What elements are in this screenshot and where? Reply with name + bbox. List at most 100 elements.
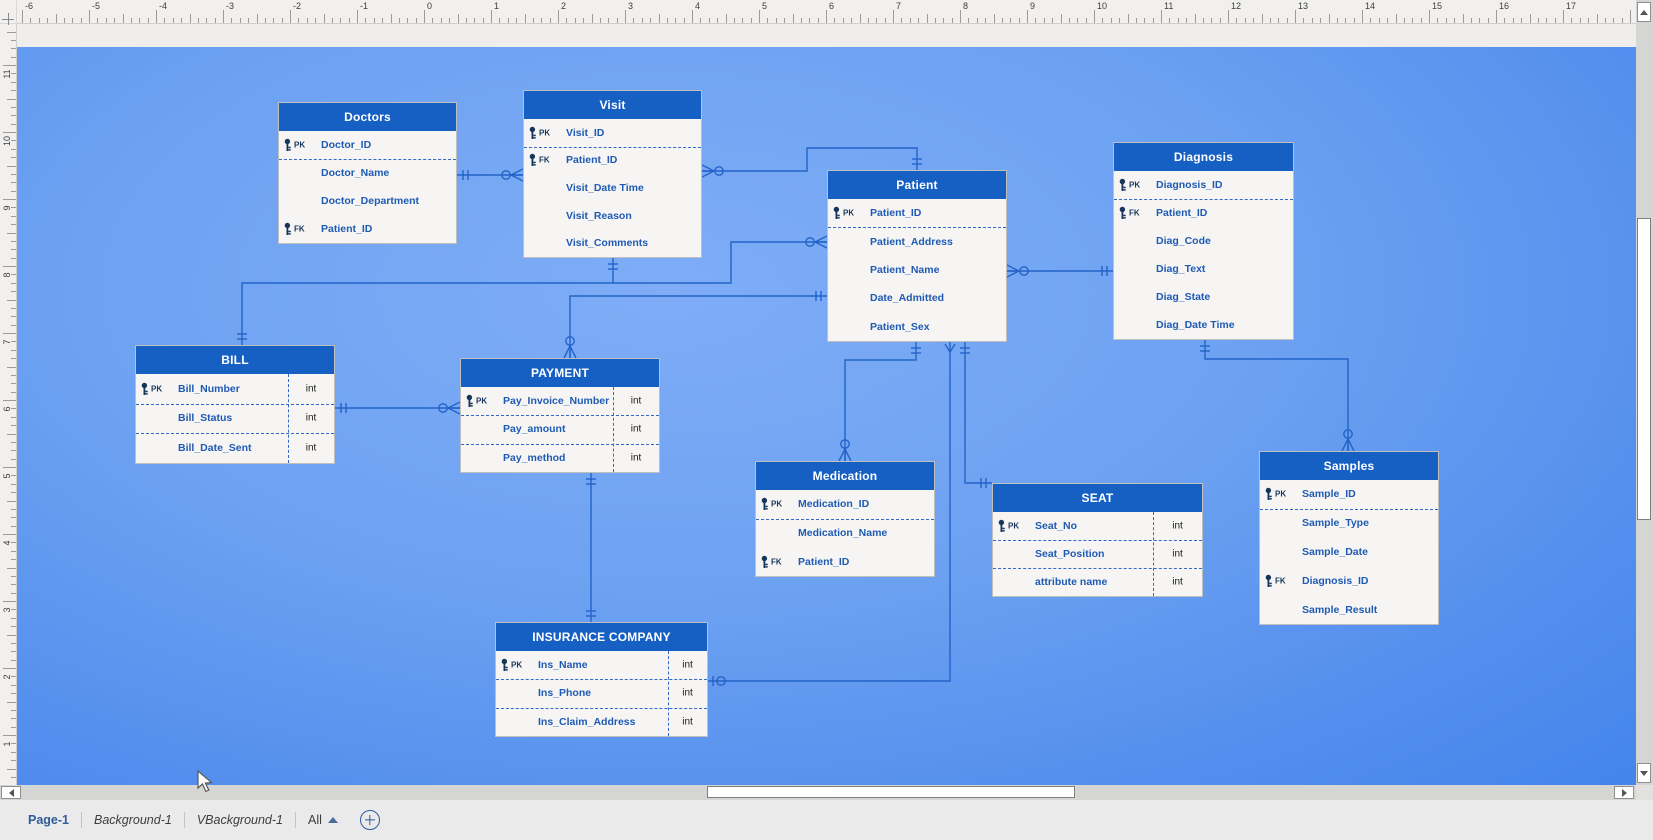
ruler-label: 11 xyxy=(1164,1,1174,11)
ruler-tick xyxy=(1345,18,1347,23)
page-selector-all[interactable]: All xyxy=(296,807,350,833)
entity-row: Diag_Date Time xyxy=(1114,311,1293,339)
ruler-tick xyxy=(11,282,16,284)
ruler-tick xyxy=(1362,10,1363,23)
foreign-key-badge: FK xyxy=(1119,206,1140,220)
ruler-tick xyxy=(11,743,16,745)
ruler-tick xyxy=(1403,18,1405,23)
ruler-tick xyxy=(11,693,16,695)
ruler-tick xyxy=(11,416,16,418)
key-icon xyxy=(833,206,840,220)
scroll-up-button[interactable] xyxy=(1637,2,1651,22)
ruler-tick xyxy=(298,18,300,23)
ruler-tick xyxy=(11,374,16,376)
attribute-type: int xyxy=(305,412,317,424)
ruler-tick xyxy=(11,726,16,728)
ruler-tick xyxy=(465,18,467,23)
ruler-label: 1 xyxy=(494,1,500,11)
ruler-tick xyxy=(524,14,526,23)
ruler-label: -3 xyxy=(226,1,235,11)
ruler-tick xyxy=(382,18,384,23)
ruler-label: 7 xyxy=(896,1,902,11)
ruler-tick xyxy=(11,257,16,259)
ruler-tick xyxy=(851,18,853,23)
vertical-scrollbar[interactable] xyxy=(1636,0,1653,785)
ruler-tick xyxy=(315,18,317,23)
ruler-tick xyxy=(700,18,702,23)
attribute-name: Pay_amount xyxy=(503,423,566,436)
entity-title: Patient xyxy=(828,171,1006,199)
row-separator xyxy=(496,707,707,709)
vertical-scroll-thumb[interactable] xyxy=(1637,218,1651,520)
ruler-label: 9 xyxy=(1030,1,1036,11)
ruler-tick xyxy=(11,182,16,184)
ruler-tick xyxy=(340,18,342,23)
ruler-tick xyxy=(750,18,752,23)
scroll-right-button[interactable] xyxy=(1614,786,1634,799)
ruler-tick xyxy=(1127,14,1129,23)
attribute-name: Patient_ID xyxy=(870,207,922,220)
ruler-tick xyxy=(692,10,693,23)
ruler-tick xyxy=(11,157,16,159)
ruler-tick xyxy=(1336,18,1338,23)
page-tab-page-1[interactable]: Page-1 xyxy=(28,813,69,827)
attribute-type: int xyxy=(682,687,693,699)
ruler-tick xyxy=(11,48,16,50)
ruler-label: 3 xyxy=(628,1,634,11)
ruler-tick xyxy=(11,718,16,720)
ruler-tick xyxy=(11,383,16,385)
scroll-left-button[interactable] xyxy=(1,786,21,799)
ruler-tick xyxy=(1311,18,1313,23)
row-separator xyxy=(1114,199,1293,200)
page-tab-vbackground-1[interactable]: VBackground-1 xyxy=(196,813,283,827)
ruler-tick xyxy=(641,18,643,23)
ruler-tick xyxy=(11,307,16,309)
ruler-tick xyxy=(139,18,141,23)
attribute-name: Sample_Result xyxy=(1302,603,1378,616)
ruler-tick xyxy=(11,324,16,326)
ruler-tick xyxy=(1094,10,1095,23)
key-icon xyxy=(1265,574,1272,587)
ruler-tick xyxy=(11,249,16,251)
ruler-tick xyxy=(1110,18,1112,23)
ruler-corner xyxy=(0,0,17,25)
key-label: FK xyxy=(1275,576,1286,586)
key-label: PK xyxy=(1129,180,1141,190)
ruler-tick xyxy=(256,14,258,23)
ruler-tick xyxy=(1512,18,1514,23)
ruler-tick xyxy=(1085,18,1087,23)
ruler-tick xyxy=(11,609,16,611)
ruler-tick xyxy=(7,232,16,234)
row-separator xyxy=(279,159,456,160)
ruler-tick xyxy=(3,65,16,66)
ruler-tick xyxy=(934,18,936,23)
scrollbar-corner xyxy=(1636,785,1653,800)
ruler-tick xyxy=(11,592,16,594)
add-page-button[interactable] xyxy=(359,810,380,830)
horizontal-scroll-thumb[interactable] xyxy=(707,786,1075,798)
page-tab-background-1[interactable]: Background-1 xyxy=(94,813,172,827)
attribute-name: Visit_Comments xyxy=(566,237,649,250)
entity-title: Visit xyxy=(524,91,701,119)
ruler-tick xyxy=(122,14,124,23)
ruler-tick xyxy=(876,18,878,23)
scroll-down-button[interactable] xyxy=(1637,763,1651,783)
key-icon xyxy=(761,498,768,511)
horizontal-scrollbar[interactable] xyxy=(0,785,1636,800)
ruler-tick xyxy=(1303,18,1305,23)
